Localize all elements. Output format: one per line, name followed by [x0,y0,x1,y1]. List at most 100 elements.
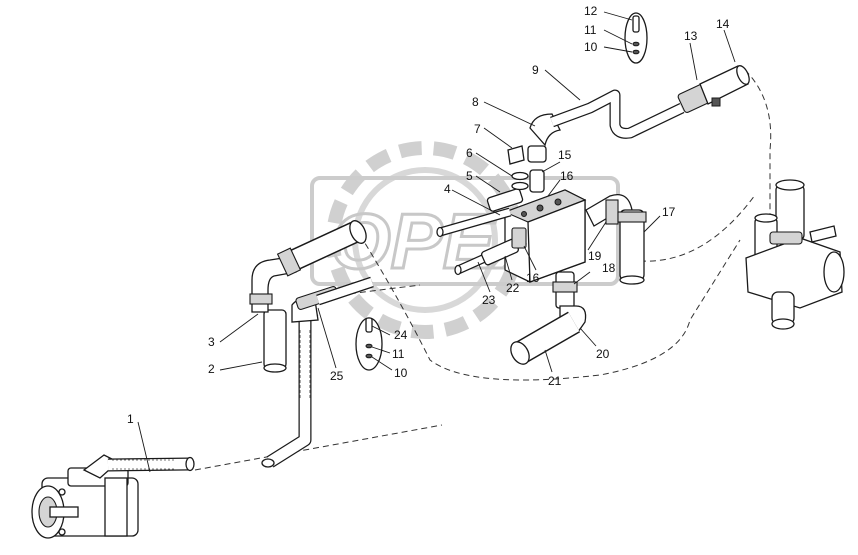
callout-16-lower: 16 [526,271,540,285]
suction-hose-1-braid [112,459,175,470]
suction-hose-1-fill [107,458,191,471]
fitting-7 [507,145,525,165]
callout-2: 2 [208,362,215,376]
leader-10b [371,356,393,371]
bolt-24 [365,317,373,333]
hose-17-clamp [617,211,647,223]
callout-5: 5 [466,169,473,183]
tank-outlet-end [771,318,795,330]
leader-11a [603,29,633,45]
rod-23-end [454,264,462,276]
routing-line-center [359,234,741,381]
washer-11-top [632,41,640,47]
leader-5 [475,175,501,193]
watermark-frame [310,176,620,286]
hose-2-end [263,363,287,373]
leader-6 [475,152,513,177]
block-port [521,211,527,217]
hose-3-nut [249,293,273,305]
leader-15 [541,161,561,173]
washer-11-lower [365,343,373,349]
leader-10a [603,46,633,53]
hose-21-end [510,341,530,365]
callout-8: 8 [472,95,479,109]
fitting-5 [486,188,524,212]
left-pipe-assembly [261,276,374,468]
routing-line-right [744,69,772,230]
sleeve-14-end [736,65,750,85]
left-hose-assembly [249,220,367,373]
tank-clamp [769,231,803,245]
leader-24 [371,325,391,336]
pipe-25-end [261,458,275,468]
callout-11-lower: 11 [392,347,405,361]
pipe-25-braid [299,330,311,400]
block-port [554,198,562,206]
callout-22: 22 [506,281,520,295]
callout-4: 4 [444,182,451,196]
leader-1 [137,421,151,473]
callout-7: 7 [474,122,481,136]
leader-8 [483,101,536,127]
leader-21 [544,349,553,373]
callout-21: 21 [548,374,562,388]
pipe-to-block-fill [316,277,374,305]
leader-lines [137,11,736,473]
callout-25: 25 [330,369,344,383]
control-block-assembly [436,145,587,283]
sleeve-14-tab [711,97,721,107]
callout-11-top: 11 [584,23,597,37]
elbow-19-nut [605,199,619,225]
leader-12 [603,11,633,21]
pipe-9-fill [550,90,684,138]
leader-17 [643,215,661,233]
leader-20 [579,327,597,347]
fitting-15 [529,169,545,193]
detail-plate-lower [355,317,383,371]
callout-17: 17 [662,205,676,219]
leader-4 [451,189,501,216]
leader-19 [587,221,607,251]
pump-rear-housing [104,477,128,537]
callout-10-top: 10 [584,40,598,54]
lower-fitting-assembly [510,271,587,365]
leader-9 [544,69,581,101]
leader-25 [317,307,337,369]
leader-23 [477,261,491,293]
callout-6: 6 [466,146,473,160]
callout-15: 15 [558,148,572,162]
nut-10-lower [365,353,373,359]
right-hose-assembly [585,193,647,285]
tank-cap [823,251,845,293]
leader-2 [219,361,263,371]
control-block-side [527,199,586,283]
pump-bolt [58,528,66,536]
rod-4-end [436,226,444,238]
tank-bracket [809,225,837,243]
leader-13 [689,42,698,81]
plate-top [624,12,648,64]
top-pipe-assembly [529,65,750,147]
detail-plate-top [624,12,648,64]
bolt-12 [632,15,640,33]
hose-17-end [619,275,645,285]
leader-16a [547,179,561,197]
callout-16-upper: 16 [560,169,574,183]
upper-hose-clamp [276,247,302,277]
leader-18 [573,271,591,285]
callout-19: 19 [588,249,602,263]
block-port [536,204,544,212]
leader-11b [371,346,391,354]
leader-14 [723,29,736,63]
filter-tank-assembly [745,179,845,330]
pump-shaft [49,506,79,518]
callout-10-lower: 10 [394,366,408,380]
nut-10-top [632,49,640,55]
upper-hose-fill [286,223,359,271]
callout-18: 18 [602,261,616,275]
callout-3: 3 [208,335,215,349]
callout-20: 20 [596,347,610,361]
callout-24: 24 [394,328,408,342]
